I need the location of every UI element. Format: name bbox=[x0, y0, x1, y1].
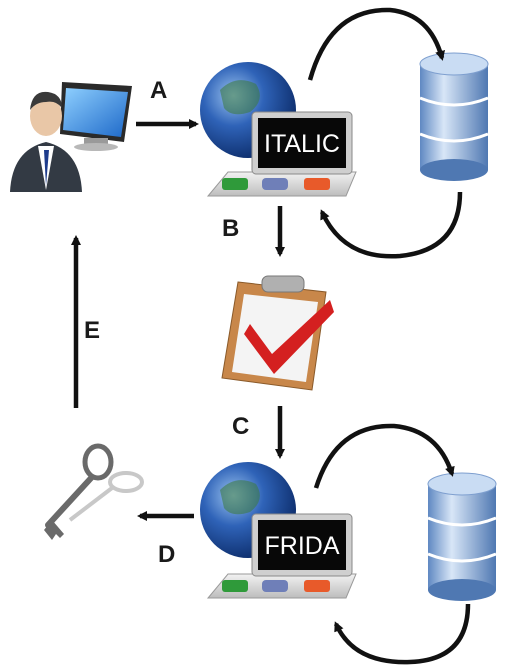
laptop-icon: ITALIC bbox=[206, 111, 357, 197]
top-server: ITALIC bbox=[200, 7, 489, 259]
upload-cycle-arrow bbox=[307, 7, 445, 81]
step-label-a: A bbox=[150, 77, 167, 104]
upload-cycle-arrow bbox=[313, 423, 455, 489]
user-at-computer-icon bbox=[10, 82, 132, 192]
laptop-icon: FRIDA bbox=[206, 513, 357, 599]
bottom-server: FRIDA bbox=[200, 423, 497, 665]
frida-label: FRIDA bbox=[265, 532, 340, 560]
database-icon bbox=[419, 52, 489, 181]
download-cycle-arrow bbox=[319, 191, 463, 259]
database-icon bbox=[427, 472, 497, 601]
step-label-b: B bbox=[222, 215, 239, 242]
download-cycle-arrow bbox=[333, 603, 471, 665]
step-label-d: D bbox=[158, 541, 175, 568]
step-label-e: E bbox=[84, 317, 100, 344]
italic-label: ITALIC bbox=[264, 130, 340, 158]
key-icon bbox=[44, 443, 144, 540]
clipboard-checkmark-icon bbox=[221, 275, 334, 391]
step-label-c: C bbox=[232, 413, 249, 440]
